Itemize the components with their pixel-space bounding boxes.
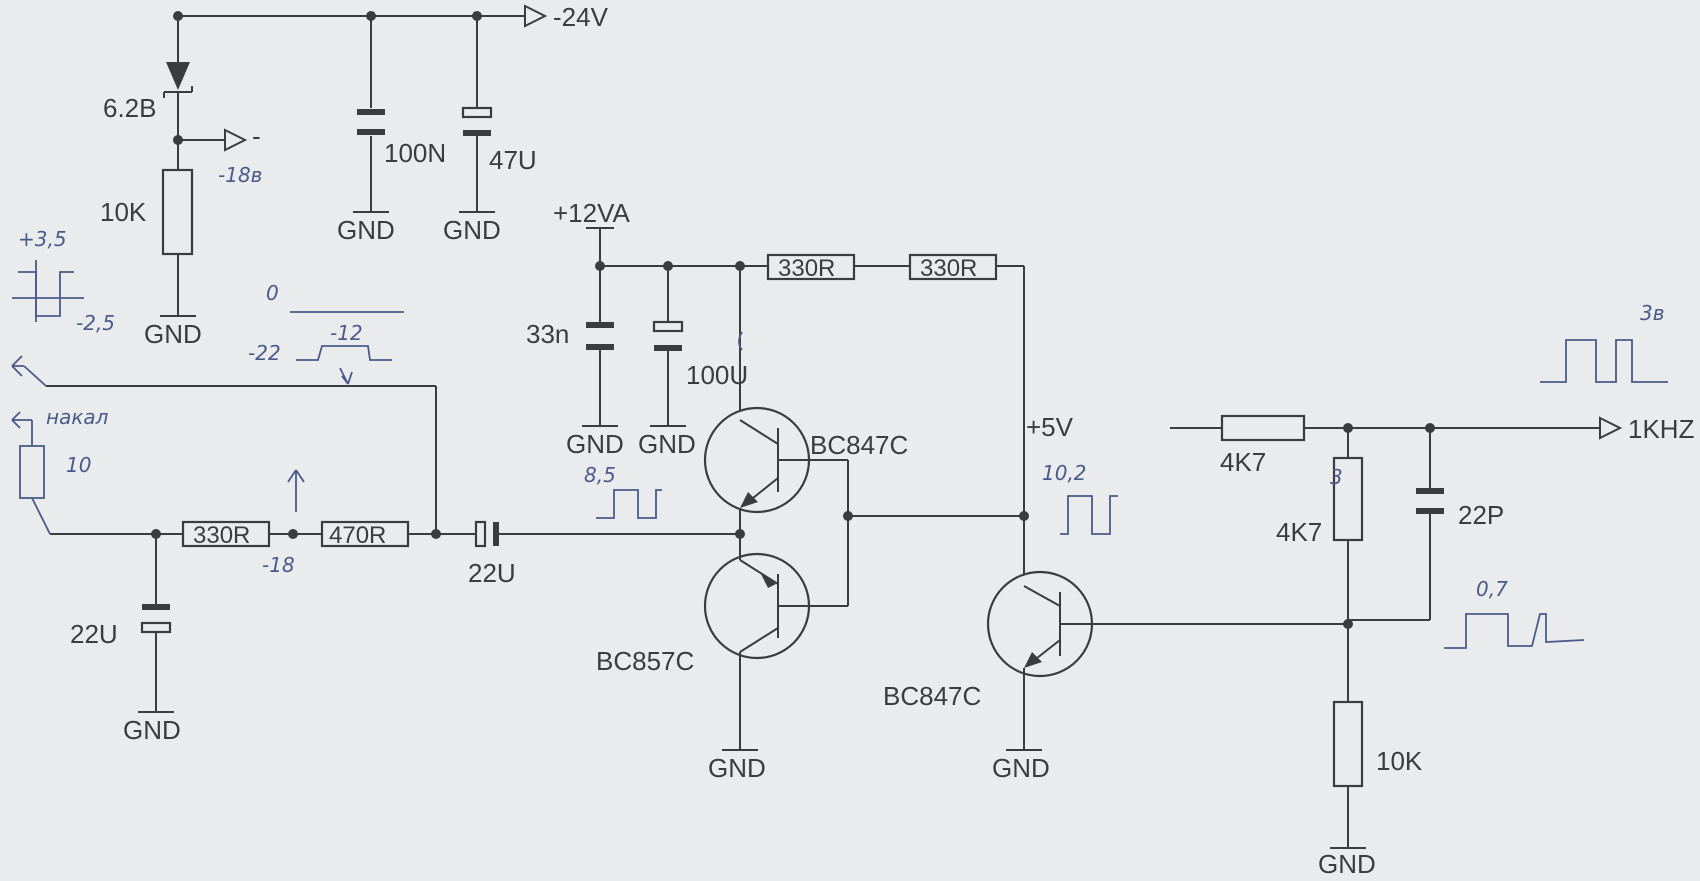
gnd-label: GND	[708, 753, 766, 783]
transistor-q3: BC847C GND	[883, 516, 1348, 783]
note-three: 3	[1330, 465, 1343, 489]
c-100u-label: 100U	[686, 360, 748, 390]
r-4k7-shunt-label: 4K7	[1276, 517, 1322, 547]
neg18-port-label: -	[252, 121, 261, 151]
neg18-port-arrow	[224, 128, 248, 152]
q2-label: BC857C	[596, 646, 694, 676]
c-22p-label: 22P	[1458, 500, 1504, 530]
out-port-arrow	[1599, 416, 1623, 440]
note-v3b: 3в	[1640, 301, 1665, 325]
note-v85: 8,5	[584, 463, 616, 487]
note-zero: 0	[266, 281, 279, 305]
c-100n-label: 100N	[384, 138, 446, 168]
r-10k-bottom-label: 10K	[1376, 746, 1423, 776]
output-section: 4K7 1KHZ 4K7 22P 10K GND	[1170, 414, 1695, 879]
resistor-330r-c	[181, 520, 271, 548]
waveform-102	[1060, 495, 1118, 535]
waveform-3b	[1540, 339, 1668, 383]
note-v102: 10,2	[1042, 461, 1087, 485]
resistor-10k-top	[161, 168, 194, 256]
p5-label: +5V	[1026, 412, 1074, 442]
out-label: 1KHZ	[1628, 414, 1695, 444]
neg24-rail: -24V	[173, 2, 609, 32]
note-minus25: -2,5	[76, 311, 115, 335]
r-330-c-label: 330R	[193, 522, 250, 549]
r-4k7-series-label: 4K7	[1220, 447, 1266, 477]
gnd-label: GND	[1318, 849, 1376, 879]
c-33n-label: 33n	[526, 319, 569, 349]
capacitor-33n: 33n GND	[526, 266, 624, 459]
neg24-label: -24V	[553, 2, 609, 32]
p12-rail: +12VA 330R 330R	[553, 198, 1025, 516]
resistor-470r	[320, 520, 410, 548]
note-v07: 0,7	[1476, 577, 1508, 601]
zener-branch: 6.2B - 10K GND	[100, 16, 261, 349]
capacitor-100n: 100N GND	[337, 16, 446, 245]
resistor-10k-bottom	[1332, 700, 1364, 788]
waveform-07	[1444, 613, 1585, 649]
c-22u-gnd-label: 22U	[70, 619, 118, 649]
q1-label: BC847C	[810, 430, 908, 460]
note-nakal: накал	[46, 405, 109, 429]
gnd-label: GND	[144, 319, 202, 349]
c-22u-series-label: 22U	[468, 558, 516, 588]
waveform-85	[596, 489, 662, 519]
neg24-port-arrow	[524, 4, 548, 28]
q3-label: BC847C	[883, 681, 981, 711]
gnd-label: GND	[443, 215, 501, 245]
resistor-4k7-shunt	[1332, 456, 1364, 542]
input-section: 330R 470R 22U 22U GND	[46, 385, 740, 745]
note-minus18: -18	[262, 553, 295, 577]
transistor-q1: BC847C	[703, 266, 908, 606]
input-arrow-upper	[11, 355, 47, 387]
note-minus12: -12	[330, 321, 363, 345]
waveform-minus22	[296, 345, 392, 361]
zener-diode-symbol	[166, 62, 190, 90]
waveform-input	[18, 271, 74, 317]
zener-label: 6.2B	[103, 93, 157, 123]
gnd-label: GND	[123, 715, 181, 745]
gnd-label: GND	[337, 215, 395, 245]
gnd-label: GND	[566, 429, 624, 459]
capacitor-47u: 47U GND	[443, 16, 537, 245]
note-ten: 10	[66, 453, 91, 477]
r-330-a-label: 330R	[778, 255, 835, 282]
gnd-label: GND	[992, 753, 1050, 783]
note-neg18b: -18в	[218, 163, 262, 187]
note-plus35: +3,5	[18, 227, 67, 251]
transistor-q2: BC857C GND	[596, 529, 848, 783]
note-minus22: -22	[248, 341, 281, 365]
p12-label: +12VA	[553, 198, 631, 228]
c-47u-label: 47U	[489, 145, 537, 175]
resistor-330r-a	[766, 253, 856, 281]
capacitor-100u: 100U GND	[638, 266, 748, 459]
capacitor-22u-series	[474, 520, 487, 548]
r-470-label: 470R	[329, 522, 386, 549]
r-330-b-label: 330R	[920, 255, 977, 282]
gnd-label: GND	[638, 429, 696, 459]
handwritten-notes: -18в +3,5 -2,5 0 -12 -22 накал 10 -18 8,…	[11, 163, 1668, 649]
r-10k-top-label: 10K	[100, 197, 147, 227]
input-arrow-nakal	[11, 411, 26, 429]
resistor-4k7-series	[1220, 414, 1306, 442]
filament-resistor	[19, 445, 45, 499]
